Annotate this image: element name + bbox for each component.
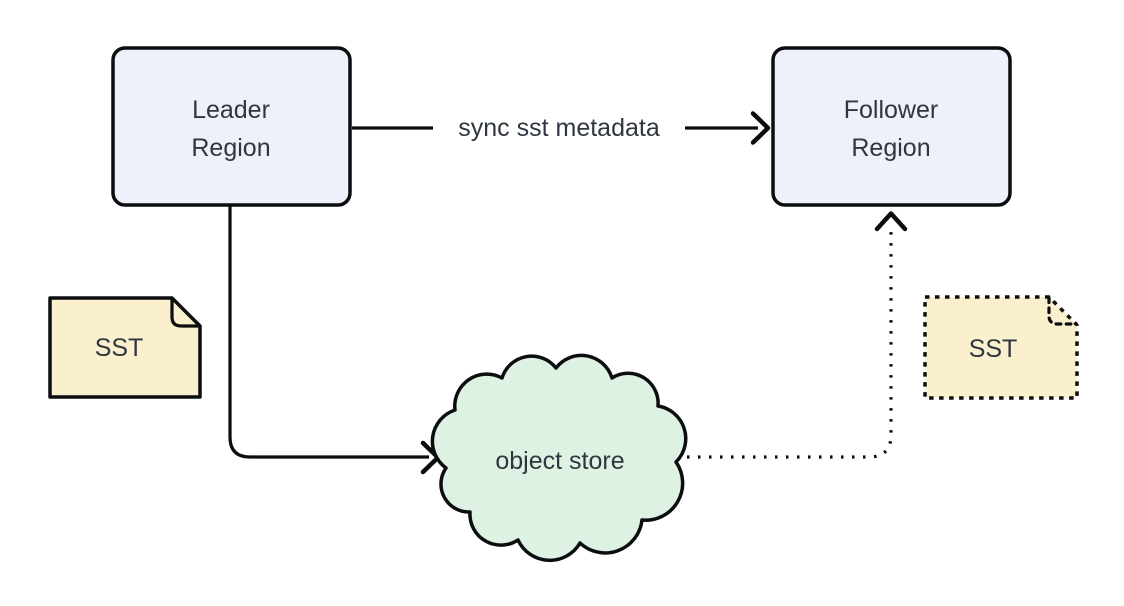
document-fold-corner xyxy=(170,297,201,328)
document-shape-dotted xyxy=(923,295,1079,400)
leader-region-label-line1: Leader xyxy=(192,96,270,124)
sst-source-label: SST xyxy=(95,334,144,362)
follower-region-label-line2: Region xyxy=(851,134,930,162)
cloud-shape xyxy=(430,353,688,563)
arrowhead-up-icon xyxy=(874,211,908,232)
edge-leader-store-line xyxy=(228,206,429,459)
arrowhead-right-icon xyxy=(750,111,771,145)
edge-sync-label: sync sst metadata xyxy=(458,114,660,142)
leader-region-box xyxy=(111,46,352,207)
edge-label-background xyxy=(433,106,685,150)
leader-region-label-line2: Region xyxy=(191,134,270,162)
edge-sync-sst-metadata: sync sst metadata xyxy=(352,106,771,150)
node-sst-replica: SST xyxy=(923,295,1079,400)
document-shape xyxy=(48,296,202,399)
object-store-label: object store xyxy=(495,447,624,475)
node-object-store: object store xyxy=(430,353,688,563)
follower-region-label-line1: Follower xyxy=(844,96,938,124)
edge-store-follower-dotted-line xyxy=(687,231,893,459)
edge-leader-to-object-store xyxy=(228,206,441,475)
edge-object-store-to-follower xyxy=(687,211,908,459)
node-follower-region: Follower Region xyxy=(771,46,1012,207)
node-sst-source: SST xyxy=(48,296,202,399)
follower-region-box xyxy=(771,46,1012,207)
sst-replica-label: SST xyxy=(969,335,1018,363)
node-leader-region: Leader Region xyxy=(111,46,352,207)
document-fold-corner-dotted xyxy=(1047,296,1078,326)
